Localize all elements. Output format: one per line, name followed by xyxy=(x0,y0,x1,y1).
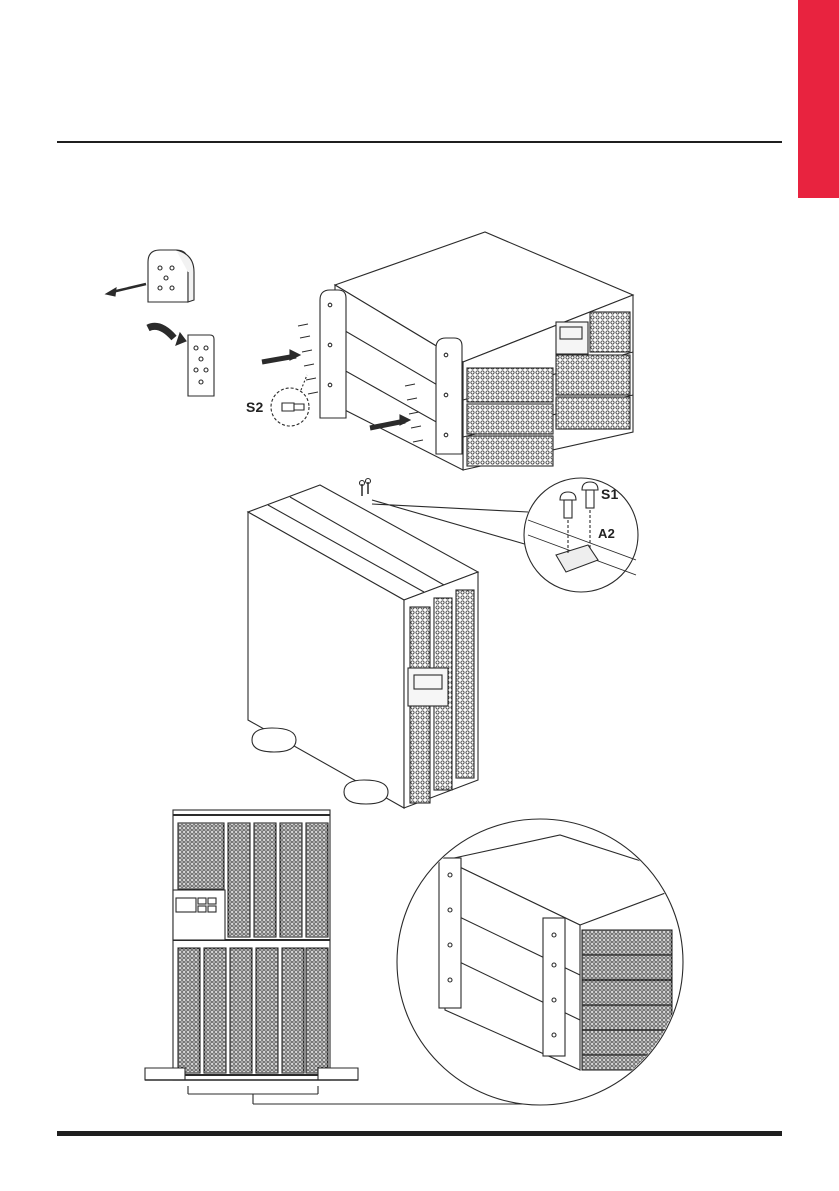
zoomed-circle-rack-ears xyxy=(397,819,700,1105)
rack-ear-bracket-mounting xyxy=(106,232,633,470)
lcd-control-panel xyxy=(173,890,225,940)
label-screw-s1: S1 xyxy=(601,486,619,502)
footer-rule xyxy=(57,1131,782,1136)
loose-rack-ear-bracket xyxy=(148,250,194,302)
tower-foot-bracket-mounting xyxy=(248,478,638,808)
rack-units-stack xyxy=(320,232,633,470)
loose-flat-bracket xyxy=(188,335,214,396)
label-screw-s2: S2 xyxy=(246,399,264,415)
label-bracket-a2: A2 xyxy=(598,526,615,541)
